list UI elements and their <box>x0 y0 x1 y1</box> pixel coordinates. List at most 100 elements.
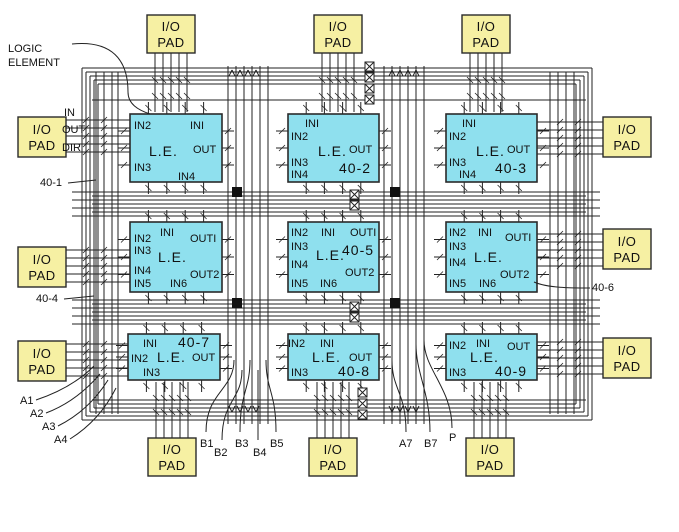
wire <box>502 394 510 402</box>
wire <box>381 236 389 243</box>
pin-label: OUT2 <box>345 267 374 279</box>
wire <box>152 408 160 416</box>
logic-element-label: L.E. <box>318 143 347 159</box>
wire <box>252 405 257 413</box>
wire <box>339 184 346 192</box>
wire <box>479 324 486 332</box>
wire <box>388 405 393 413</box>
wire <box>482 76 490 84</box>
wire <box>357 104 365 112</box>
wire <box>278 353 286 361</box>
wire <box>350 76 358 84</box>
pin-label: IN3 <box>291 157 308 169</box>
pin-label: IN3 <box>134 245 151 257</box>
io-pad-right-1: I/O PAD <box>602 116 652 158</box>
io-pad-line1: I/O <box>33 122 52 137</box>
wire <box>224 161 232 169</box>
wire <box>381 353 389 361</box>
pin-label: IN2 <box>291 131 308 143</box>
io-pad-line1: I/O <box>163 442 182 457</box>
wire <box>479 382 486 390</box>
wire <box>82 148 90 156</box>
wire <box>436 342 444 349</box>
logic-element-label: L.E. <box>476 143 505 159</box>
wire <box>574 254 582 262</box>
wire <box>574 118 582 126</box>
logic-element-ref: 40-5 <box>342 242 374 258</box>
wire <box>82 140 90 148</box>
wire <box>100 148 108 156</box>
wire <box>200 104 207 112</box>
wire <box>278 236 286 243</box>
wire <box>152 394 160 402</box>
wire <box>381 127 389 135</box>
pin-label: IN3 <box>449 241 466 253</box>
wire <box>200 294 207 302</box>
switch-box <box>349 189 360 200</box>
logic-element-label: L.E. <box>474 249 503 265</box>
wire <box>515 382 523 390</box>
pin-label: IN2 <box>134 233 151 245</box>
pin-label: IN3 <box>449 157 466 169</box>
wire <box>184 408 192 416</box>
wire <box>120 144 128 152</box>
logic-element-40-1: IN2 INI IN3 IN4 OUT L.E. <box>129 113 223 183</box>
switch-box <box>364 72 375 83</box>
wire <box>318 76 326 84</box>
wire <box>302 104 310 112</box>
wire <box>337 394 345 402</box>
wire <box>236 405 241 413</box>
signal-lead <box>205 359 235 433</box>
annotation-p: P <box>449 432 456 444</box>
wire <box>381 253 389 261</box>
wire <box>339 294 346 302</box>
wire <box>198 324 205 332</box>
pin-label: IN3 <box>143 367 160 379</box>
wire <box>255 69 260 77</box>
wire <box>118 365 126 372</box>
wire <box>574 142 582 150</box>
pin-label: IN4 <box>459 169 476 181</box>
wire <box>490 92 498 100</box>
io-pad-line2: PAD <box>472 35 499 50</box>
wire <box>388 69 393 77</box>
wire <box>321 408 329 416</box>
wire <box>436 365 444 372</box>
wire <box>236 69 241 77</box>
wire <box>145 184 152 192</box>
wire <box>574 362 582 370</box>
wire <box>120 236 128 243</box>
logic-element-40-4: IN2 INI IN3 IN4 IN5 IN6 OUTI OUT2 L.E. <box>129 221 223 293</box>
wire <box>160 394 168 402</box>
wire <box>357 294 365 302</box>
wire <box>200 184 207 192</box>
logic-element-40-2: INI IN2 IN3 IN4 OUT L.E. 40-2 <box>287 113 380 183</box>
wire <box>381 365 389 372</box>
wire <box>574 126 582 134</box>
wire <box>498 76 506 84</box>
wire <box>168 394 176 402</box>
wire <box>470 408 478 416</box>
io-pad-line2: PAD <box>613 250 640 265</box>
wire <box>163 184 171 192</box>
wire <box>100 124 108 132</box>
wire <box>556 134 564 142</box>
wire <box>334 76 342 84</box>
wire <box>539 161 547 169</box>
wire <box>145 294 152 302</box>
io-pad-line2: PAD <box>324 35 351 50</box>
io-pad-line1: I/O <box>618 122 637 137</box>
wire <box>120 161 128 169</box>
wire <box>479 212 486 220</box>
wire <box>82 254 90 262</box>
io-pad-left-2: I/O PAD <box>17 246 67 288</box>
pin-label: INI <box>321 227 335 239</box>
wire <box>176 408 184 416</box>
signal-lead <box>239 359 251 433</box>
switch-box <box>357 387 368 398</box>
pin-label: IN4 <box>291 259 308 271</box>
wire <box>247 69 252 77</box>
wire <box>318 92 326 100</box>
pin-label: IN4 <box>134 265 151 277</box>
wire <box>404 405 409 413</box>
